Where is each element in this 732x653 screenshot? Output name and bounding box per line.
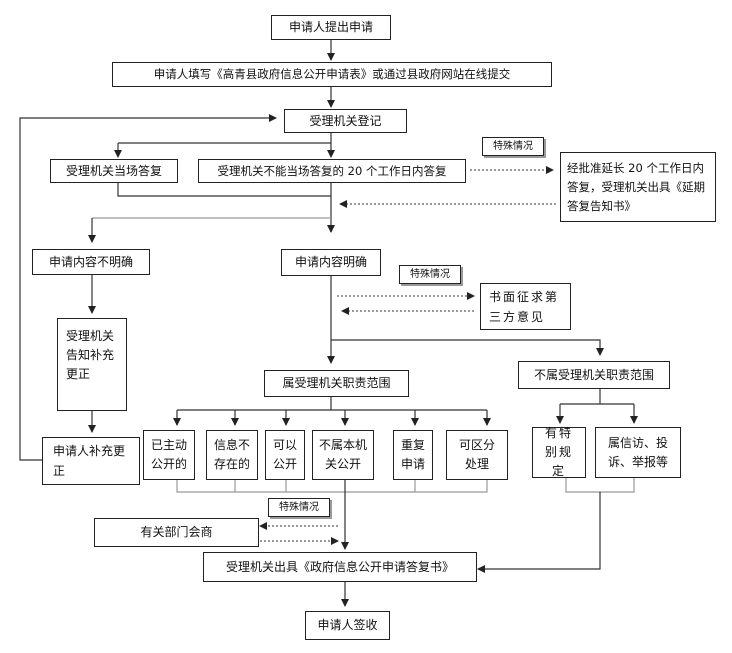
- issue-reply-box: 受理机关出具《政府信息公开申请答复书》: [203, 552, 477, 582]
- special-case-tag-3: 特殊情况: [268, 498, 330, 517]
- extension-box: 经批准延长 20 个工作日内答复，受理机关出具《延期答复告知书》: [560, 152, 716, 222]
- arrow-supplement-loop: [19, 114, 277, 461]
- fill-form-box: 申请人填写《高青县政府信息公开申请表》或通过县政府网站在线提交: [112, 62, 552, 87]
- separable-box: 可区分处理: [446, 430, 508, 480]
- arrow-out-to-issue: [477, 492, 601, 573]
- consult-dept-box: 有关部门会商: [94, 518, 259, 547]
- apply-box: 申请人提出申请: [271, 15, 391, 40]
- third-party-box: 书面征求第三方意见: [480, 283, 571, 330]
- register-box: 受理机关登记: [284, 109, 407, 133]
- reply-on-spot-box: 受理机关当场答复: [50, 159, 178, 183]
- line-reply-on-spot-down: [117, 183, 331, 197]
- petition-box: 属信访、投诉、举报等: [595, 427, 681, 478]
- already-public-box: 已主动公开的: [143, 430, 195, 480]
- sign-box: 申请人签收: [305, 611, 390, 640]
- special-provision-box: 有特别规定: [532, 426, 586, 478]
- supplement-box: 申请人补充更正: [42, 437, 140, 485]
- can-public-box: 可以公开: [265, 430, 305, 480]
- repeat-box: 重复申请: [393, 430, 433, 480]
- line-six-merge: [176, 480, 488, 493]
- out-of-scope-box: 不属受理机关职责范围: [518, 361, 670, 389]
- reply-20-days-box: 受理机关不能当场答复的 20 个工作日内答复: [198, 159, 466, 183]
- clear-box: 申请内容明确: [281, 249, 381, 276]
- unclear-box: 申请内容不明确: [32, 249, 150, 275]
- special-case-tag-2: 特殊情况: [399, 265, 461, 284]
- in-scope-box: 属受理机关职责范围: [264, 370, 409, 397]
- special-case-tag-1: 特殊情况: [482, 137, 544, 156]
- line-clear-to-out-of-scope: [331, 339, 604, 356]
- notify-supplement-box: 受理机关告知补充更正: [57, 318, 127, 411]
- not-exist-box: 信息不存在的: [206, 430, 258, 480]
- not-public-box: 不属本机关公开: [312, 430, 374, 480]
